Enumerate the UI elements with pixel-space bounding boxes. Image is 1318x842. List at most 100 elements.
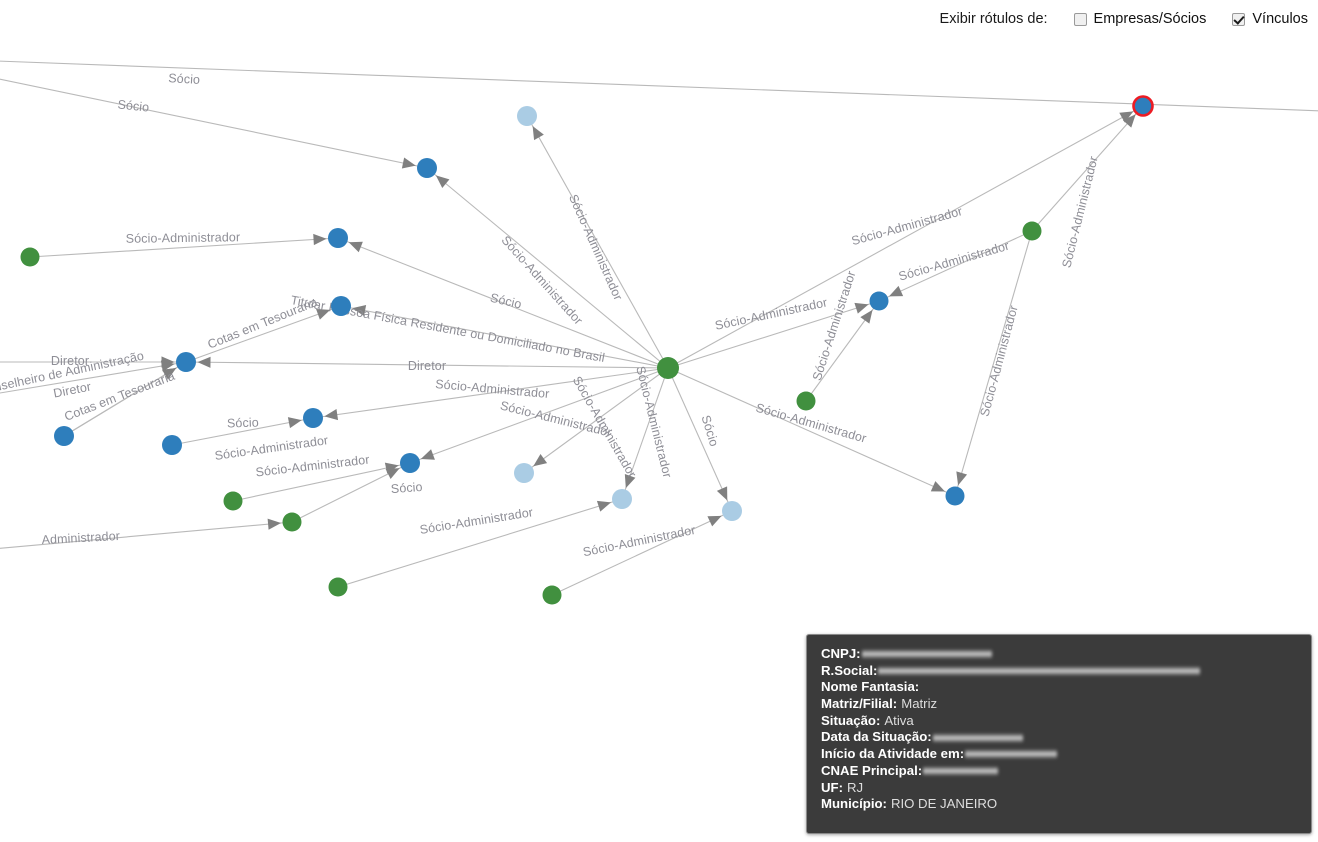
graph-node[interactable] — [176, 352, 196, 372]
labels-toolbar: Exibir rótulos de: Empresas/Sócios Víncu… — [0, 0, 1318, 38]
graph-edge-label: Sócio-Administrador — [1059, 155, 1100, 269]
tooltip-row-key: Município: — [821, 796, 887, 812]
graph-edge-arrowhead — [313, 233, 327, 246]
graph-edge-label: Diretor — [408, 359, 446, 373]
tooltip-row-key: Início da Atividade em: — [821, 746, 965, 762]
checkbox-empresas-socios-box[interactable] — [1073, 12, 1087, 26]
graph-edge[interactable] — [667, 367, 733, 512]
graph-node[interactable] — [945, 486, 965, 506]
tooltip-row-value: Matriz — [901, 696, 938, 712]
tooltip-row-key: Data da Situação: — [821, 729, 932, 745]
graph-edge[interactable] — [337, 498, 623, 588]
graph-edge-arrowhead — [854, 302, 869, 314]
graph-edge[interactable] — [526, 115, 669, 369]
graph-edge-label: Sócio-Administrador — [850, 204, 964, 248]
graph-node[interactable] — [223, 491, 243, 511]
tooltip-row: Matriz/Filial:Matriz — [821, 696, 1311, 713]
graph-edge-arrowhead — [533, 454, 548, 467]
graph-node[interactable] — [542, 585, 562, 605]
tooltip-row-value: Ativa — [884, 712, 914, 728]
graph-edge[interactable] — [0, 521, 293, 551]
graph-edge-label: Sócio-Administrador — [633, 365, 674, 479]
graph-edge[interactable] — [667, 300, 880, 369]
graph-edge-arrowhead — [596, 500, 612, 512]
graph-edge[interactable] — [954, 230, 1033, 497]
graph-edge[interactable] — [426, 167, 669, 369]
graph-edge-label: Diretor — [52, 380, 92, 401]
graph-edge-arrowhead — [348, 241, 363, 253]
graph-edge-label: Cotas em Tesouraria — [62, 369, 176, 424]
graph-edge[interactable] — [409, 367, 669, 464]
graph-node[interactable] — [657, 357, 679, 379]
graph-edge[interactable] — [0, 73, 428, 169]
graph-edge[interactable] — [523, 367, 669, 474]
graph-edge-label: Sócio-Administrador — [126, 230, 241, 246]
graph-edge[interactable] — [667, 105, 1144, 369]
graph-node[interactable] — [612, 489, 632, 509]
graph-edge-arrowhead — [435, 175, 450, 188]
graph-edge[interactable] — [232, 462, 411, 502]
checkbox-vinculos-box[interactable] — [1232, 12, 1246, 26]
graph-edge-arrowhead — [162, 367, 177, 380]
graph-edge[interactable] — [185, 361, 669, 369]
graph-node[interactable] — [303, 408, 323, 428]
graph-node[interactable] — [722, 501, 742, 521]
graph-node[interactable] — [54, 426, 74, 446]
graph-node-selected[interactable] — [1132, 95, 1154, 117]
graph-edge-label: Diretor — [51, 354, 89, 368]
graph-node[interactable] — [400, 453, 420, 473]
checkbox-vinculos[interactable]: Vínculos — [1232, 12, 1308, 27]
graph-node[interactable] — [20, 247, 40, 267]
tooltip-row: UF:RJ — [821, 780, 1311, 797]
tooltip-row-key: R.Social: — [821, 662, 878, 678]
graph-node[interactable] — [282, 512, 302, 532]
graph-edge[interactable] — [185, 305, 342, 363]
graph-edge[interactable] — [0, 361, 187, 398]
graph-node[interactable] — [162, 435, 182, 455]
graph-edge-arrowhead — [860, 309, 873, 324]
tooltip-row: CNPJ: — [821, 646, 1311, 663]
graph-edge-arrowhead — [930, 481, 945, 492]
graph-edge-arrowhead — [324, 409, 339, 421]
checkbox-vinculos-label: Vínculos — [1252, 10, 1308, 27]
checkbox-empresas-socios-label: Empresas/Sócios — [1093, 10, 1207, 27]
tooltip-redacted-value — [923, 766, 999, 777]
graph-edge-arrowhead — [352, 305, 367, 317]
graph-edge[interactable] — [878, 230, 1033, 302]
graph-node[interactable] — [328, 577, 348, 597]
tooltip-redacted-value — [861, 649, 992, 660]
graph-node[interactable] — [514, 463, 534, 483]
graph-edge-arrowhead — [889, 285, 904, 297]
checkbox-empresas-socios[interactable]: Empresas/Sócios — [1073, 10, 1207, 27]
graph-edge-label: Sócio — [489, 291, 523, 312]
graph-edge[interactable] — [1031, 105, 1144, 232]
graph-node[interactable] — [869, 291, 889, 311]
graph-node[interactable] — [796, 391, 816, 411]
graph-edge[interactable] — [340, 305, 669, 369]
tooltip-row: Situação:Ativa — [821, 713, 1311, 730]
graph-edge[interactable] — [667, 367, 956, 497]
graph-node[interactable] — [328, 228, 348, 248]
tooltip-row: Município:RIO DE JANEIRO — [821, 796, 1311, 813]
graph-node[interactable] — [417, 158, 437, 178]
graph-edge-label: Sócio-Administrador — [897, 239, 1011, 284]
graph-node[interactable] — [517, 106, 537, 126]
graph-edge[interactable] — [337, 237, 669, 369]
graph-edge-label: Sócio-Administrador — [498, 233, 585, 327]
graph-edge[interactable] — [312, 367, 669, 419]
company-info-tooltip: CNPJ:R.Social:Nome Fantasia:Matriz/Filia… — [806, 634, 1312, 834]
graph-edges-layer — [0, 60, 1318, 596]
graph-edge-arrowhead — [401, 157, 416, 169]
graph-node[interactable] — [1022, 221, 1042, 241]
graph-edge-arrowhead — [716, 486, 728, 501]
tooltip-row-key: Situação: — [821, 712, 881, 728]
graph-nodes-layer[interactable] — [20, 95, 1154, 605]
graph-node[interactable] — [331, 296, 351, 316]
graph-edge[interactable] — [29, 237, 339, 258]
graph-edge-arrowhead — [624, 474, 636, 489]
graph-edge[interactable] — [0, 60, 1318, 112]
graph-edge[interactable] — [551, 510, 733, 596]
tooltip-row: Início da Atividade em: — [821, 746, 1311, 763]
tooltip-row-key: CNPJ: — [821, 646, 861, 661]
